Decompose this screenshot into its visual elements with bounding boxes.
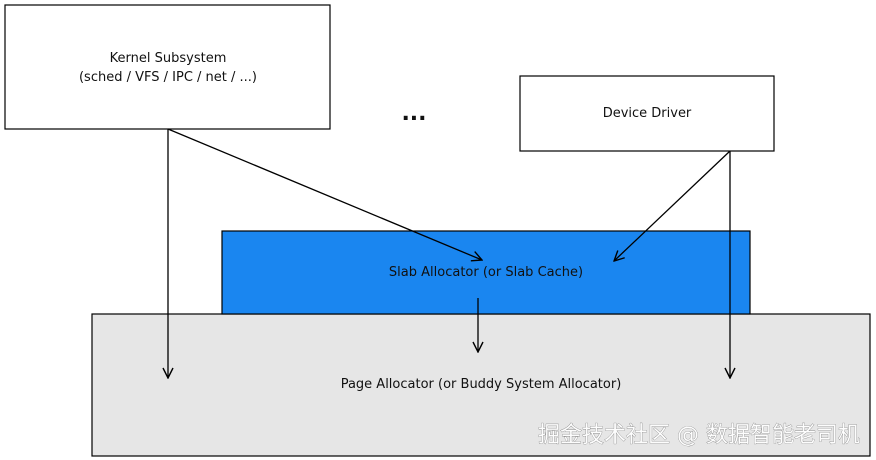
kernel-subsystem-sublabel: (sched / VFS / IPC / net / ...)	[79, 70, 257, 85]
device-driver-label: Device Driver	[603, 106, 692, 121]
kernel-subsystem-box	[4, 4, 331, 130]
page-allocator-label: Page Allocator (or Buddy System Allocato…	[341, 377, 622, 392]
page-allocator-box	[91, 313, 871, 457]
more-subsystems-ellipsis: ...	[401, 101, 426, 126]
device-driver-box	[519, 75, 775, 152]
watermark-text: 掘金技术社区 @ 数据智能老司机	[538, 423, 860, 448]
arrow-kernel-to-slab	[167, 128, 482, 260]
kernel-subsystem-label: Kernel Subsystem	[110, 51, 227, 66]
slab-allocator-box	[221, 230, 751, 315]
arrow-driver-to-slab	[614, 150, 731, 261]
slab-allocator-label: Slab Allocator (or Slab Cache)	[389, 265, 583, 280]
